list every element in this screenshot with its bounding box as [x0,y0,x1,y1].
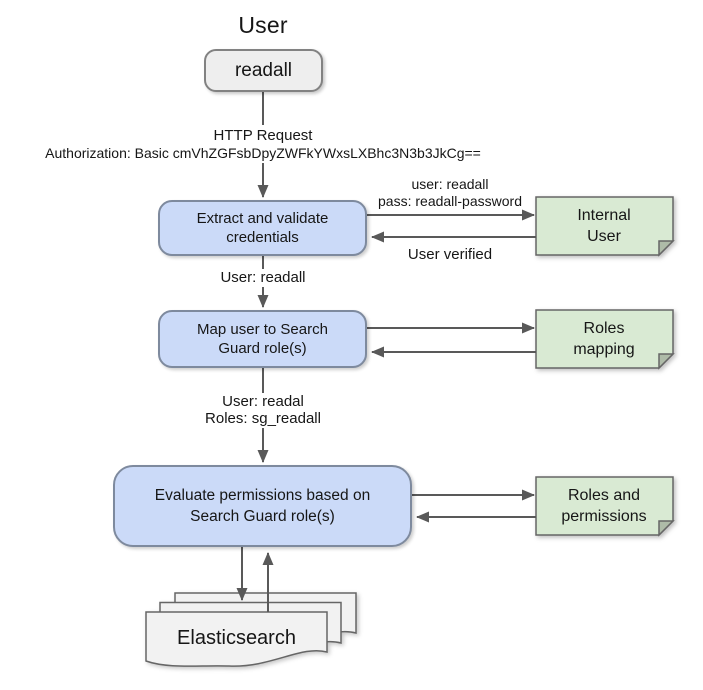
user-actor-label: readall [234,59,293,81]
step1-output-label: User: readall [217,269,309,287]
internal-user-note-label-line2: User [587,228,621,245]
step2-output-label-line1: User: readal [219,393,307,411]
map-roles-box: Map user to Search Guard role(s) [158,310,367,368]
http-request-label: HTTP Request [213,127,313,144]
map-roles-label-line1: Map user to Search [197,321,328,338]
user-title: User [238,12,288,38]
roles-mapping-note-label-line1: Roles [583,320,625,337]
evaluate-permissions-label-line1: Evaluate permissions based on [154,487,371,504]
note-fold-corner [658,353,675,370]
roles-permissions-note-label-line2: permissions [561,508,647,525]
roles-mapping-note-label-line2: mapping [573,341,635,358]
elasticsearch-label: Elasticsearch [177,627,296,649]
roles-mapping-note [535,309,675,370]
evaluate-permissions-label-line2: Search Guard role(s) [190,508,335,525]
credentials-user-label: user: readall [411,176,489,192]
step2-output-label-line2: Roles: sg_readall [202,410,324,428]
credentials-pass-label: pass: readall-password [378,193,522,209]
internal-user-note-label-line1: Internal [577,207,631,224]
user-verified-label: User verified [407,246,493,263]
note-fold-corner [658,520,675,537]
elasticsearch-docs [145,592,357,667]
extract-credentials-label-line2: credentials [226,229,299,246]
authorization-header-label: Authorization: Basic cmVhZGFsbDpyZWFkYWx… [45,145,481,161]
evaluate-permissions-box: Evaluate permissions based on Search Gua… [113,465,412,547]
extract-credentials-label-line1: Extract and validate [196,210,329,227]
note-fold-corner [658,240,675,257]
internal-user-note [535,196,675,257]
user-actor-box: readall [204,49,323,92]
roles-permissions-note [535,476,675,537]
extract-credentials-box: Extract and validate credentials [158,200,367,256]
roles-permissions-note-label-line1: Roles and [567,487,641,504]
map-roles-label-line2: Guard role(s) [218,340,307,357]
doc-sheet-front [145,611,328,667]
